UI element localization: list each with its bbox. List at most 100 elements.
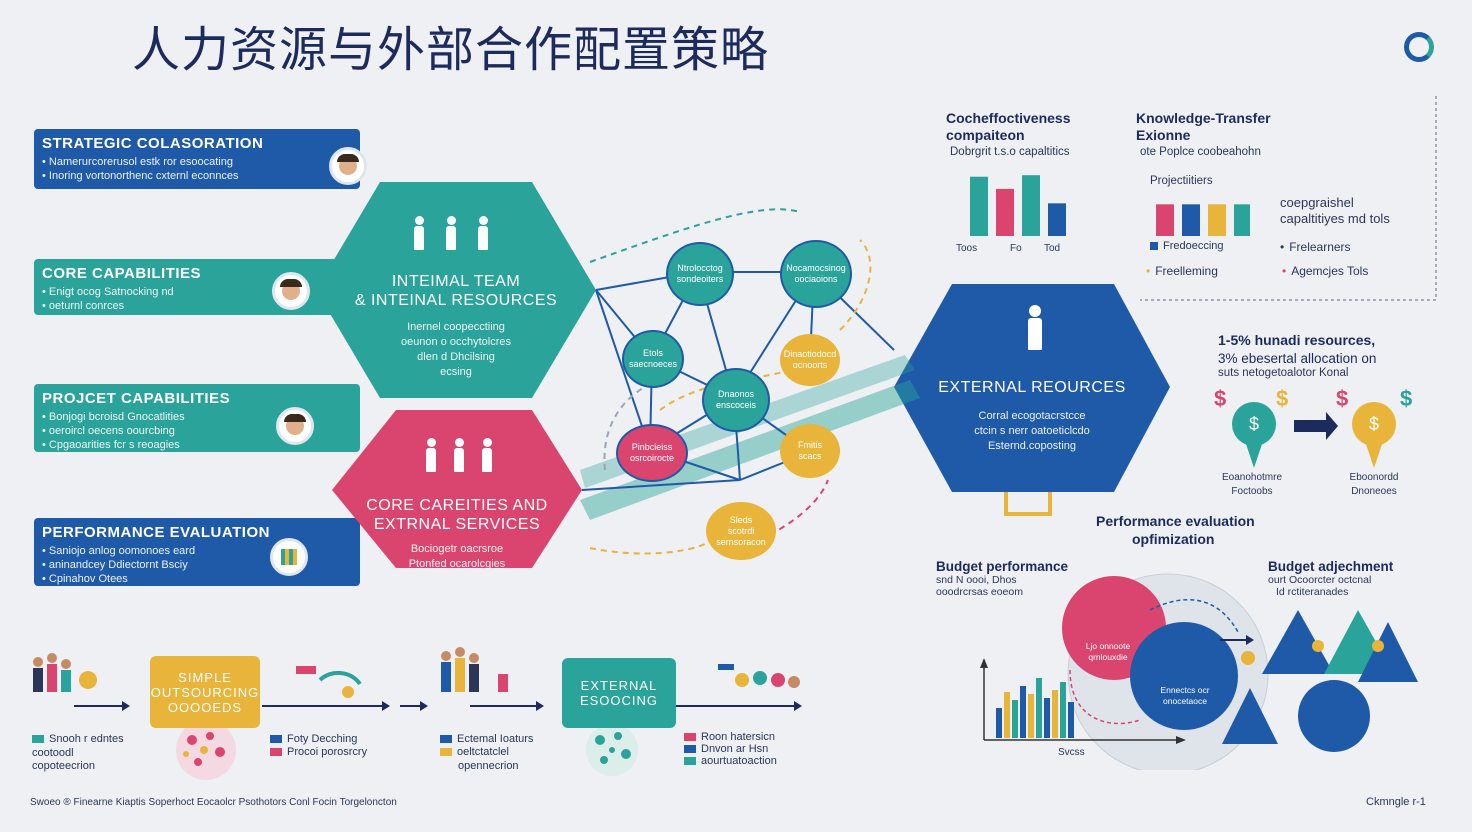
legend-label: Dnvon ar Hsn (701, 743, 769, 755)
legend-item: Snooh r edntes (32, 733, 124, 745)
coop-label: coepgraishel (1280, 195, 1354, 210)
legend-item: oeltctatclel (440, 746, 509, 758)
banner-line: Enigt ocog Satnocking nd (42, 285, 352, 299)
knowledge-title: Knowledge-Transfer (1136, 110, 1271, 126)
avatar-icon (329, 147, 367, 185)
legend-item: Foty Decching (270, 733, 357, 745)
bar-mark (1048, 203, 1066, 236)
hex-title: INTEIMAL TEAM (391, 273, 521, 290)
knowledge-subtitle: ote Poplce coobeahohn (1140, 146, 1261, 158)
decor-bar (1060, 682, 1066, 738)
hex-external-label: EXTERNAL REOURCES Corral ecogotacrstcce … (910, 378, 1154, 454)
dollar-icon: $ (1214, 386, 1227, 411)
bar-mark (1208, 204, 1226, 236)
network-node: Dinaotiodocd ocnoorts (780, 334, 840, 386)
hex-line: ecsing (440, 366, 472, 378)
projects-label: Projectiitiers (1150, 175, 1213, 187)
allocation-line: suts netogetoalotor Konal (1218, 367, 1349, 379)
legend-item: Procoi porosrcry (270, 746, 367, 758)
external-sourcing-box: EXTERNAL ESOOCING (562, 658, 676, 728)
decor-bar (1044, 698, 1050, 738)
process-flow-arrows (33, 647, 802, 780)
page-title: 人力资源与外部合作配置策略 (132, 22, 770, 78)
hex-line: Corral ecogotacrstcce (978, 410, 1086, 422)
cost-subtitle: Dobrgrit t.s.o capaltitics (950, 146, 1070, 158)
knowledge-title-2: Exionne (1136, 127, 1191, 143)
page-number: Ckmngle r-1 (1366, 796, 1426, 808)
legend-item: aourtuatoaction (684, 755, 777, 767)
banner-title: CORE CAPABILITIES (42, 265, 202, 282)
banner-line: Saniojo anlog oomonoes eard (42, 544, 352, 558)
hex-line: Inernel coopecctiing (407, 321, 505, 333)
svg-text:$: $ (1369, 414, 1379, 434)
connector-bracket (1004, 492, 1052, 516)
banner-line: Namerurcorerusol estk ror esoocating (42, 155, 352, 169)
dollar-icon: $ (1400, 386, 1413, 411)
decor-bar (1012, 700, 1018, 738)
svg-text:$: $ (1249, 414, 1259, 434)
simple-outsourcing-box: SIMPLE OUTSOURCING OOOOEDS (150, 656, 260, 728)
logo-icon (1404, 32, 1434, 62)
legend-label: Ectemal Ioaturs (457, 733, 534, 745)
budget-adjustment-line: ourt Ocoorcter octcnal (1268, 574, 1372, 586)
budget-adjustment-title: Budget adjechment (1268, 559, 1394, 574)
legend-label: Foty Decching (287, 733, 358, 745)
legend-label: Snooh r edntes (49, 733, 124, 745)
performance-diagram (980, 573, 1418, 770)
perf-title-2: opfimization (1132, 531, 1215, 547)
cost-title: Cocheffoctiveness (946, 110, 1071, 126)
network-node: Fmitis scacs (780, 424, 840, 478)
decor-bar (1028, 694, 1034, 738)
hex-line: Esternd.coposting (987, 440, 1077, 452)
cost-axis-label: Fo (1010, 243, 1022, 254)
hex-line: oeunon o occhytolcres (400, 336, 512, 348)
allocation-line: 1-5% hunadi resources, (1218, 332, 1376, 348)
panel-border (1140, 96, 1437, 301)
banner-strategic-collaboration: STRATEGIC COLASORATION Namerurcorerusol … (34, 129, 360, 189)
legend-item: Dnvon ar Hsn (684, 743, 768, 755)
legend-label: aourtuatoaction (701, 755, 777, 767)
cost-axis-label: Tod (1044, 243, 1061, 254)
bar-mark (1156, 204, 1174, 236)
legend-label: cootoodl (32, 747, 74, 759)
caption-line: Foctoobs (1231, 486, 1273, 497)
legend-item: Roon hatersicn (684, 731, 775, 743)
coop-label-2: capaltitiyes md tols (1280, 211, 1390, 226)
allocation-flow-icons: $ $ (1232, 402, 1396, 468)
banner-title: PERFORMANCE EVALUATION (42, 524, 270, 541)
hex-title: CORE CAREITIES AND (366, 497, 548, 514)
budget-adjustment-line: Id rctiteranades (1276, 586, 1349, 598)
bar-mark (996, 188, 1014, 236)
decor-bar (996, 708, 1002, 738)
network-node: Etols saecnoeces (622, 330, 684, 388)
person-icon (478, 216, 488, 250)
hex-core-label: CORE CAREITIES AND EXTRNAL SERVICES Boci… (350, 496, 564, 572)
hex-title: & INTEINAL RESOURCES (354, 292, 558, 309)
cost-axis-label: Toos (956, 243, 978, 254)
legend-label: oeltctatclel (457, 746, 509, 758)
person-icon (426, 438, 436, 472)
source-note: Swoeo ® Finearne Kiaptis Soperhoct Eocao… (30, 797, 397, 808)
budget-performance-line: ooodrcrsas eoeom (936, 586, 1023, 598)
dollar-icon: $ (1276, 386, 1289, 411)
legend-item: •Frelearners (1280, 240, 1351, 254)
perf-title: Performance evaluation (1096, 513, 1255, 529)
legend-label: Freelleming (1155, 264, 1218, 278)
person-icon (1028, 305, 1042, 350)
caption-line: Dnoneoes (1351, 486, 1397, 497)
person-icon (454, 438, 464, 472)
legend-item: •Freelleming (1146, 264, 1218, 278)
legend-label: opennecrion (458, 760, 519, 772)
banner-line: Bonjogi bcroisd Gnocatlities (42, 410, 352, 424)
hex-line: Ptonfed ocarolcgies (408, 558, 506, 570)
hex-line: Bociogetr oacrsroe (410, 543, 504, 555)
avatar-icon (272, 272, 310, 310)
network-node: Nocamocsinog oociaoions (780, 240, 852, 308)
decor-bar (1004, 692, 1010, 738)
decor-bar (1068, 702, 1074, 738)
hex-internal-shape (316, 182, 596, 398)
budget-performance-line: snd N oooi, Dhos (936, 574, 1017, 586)
legend-label: Frelearners (1289, 240, 1351, 254)
